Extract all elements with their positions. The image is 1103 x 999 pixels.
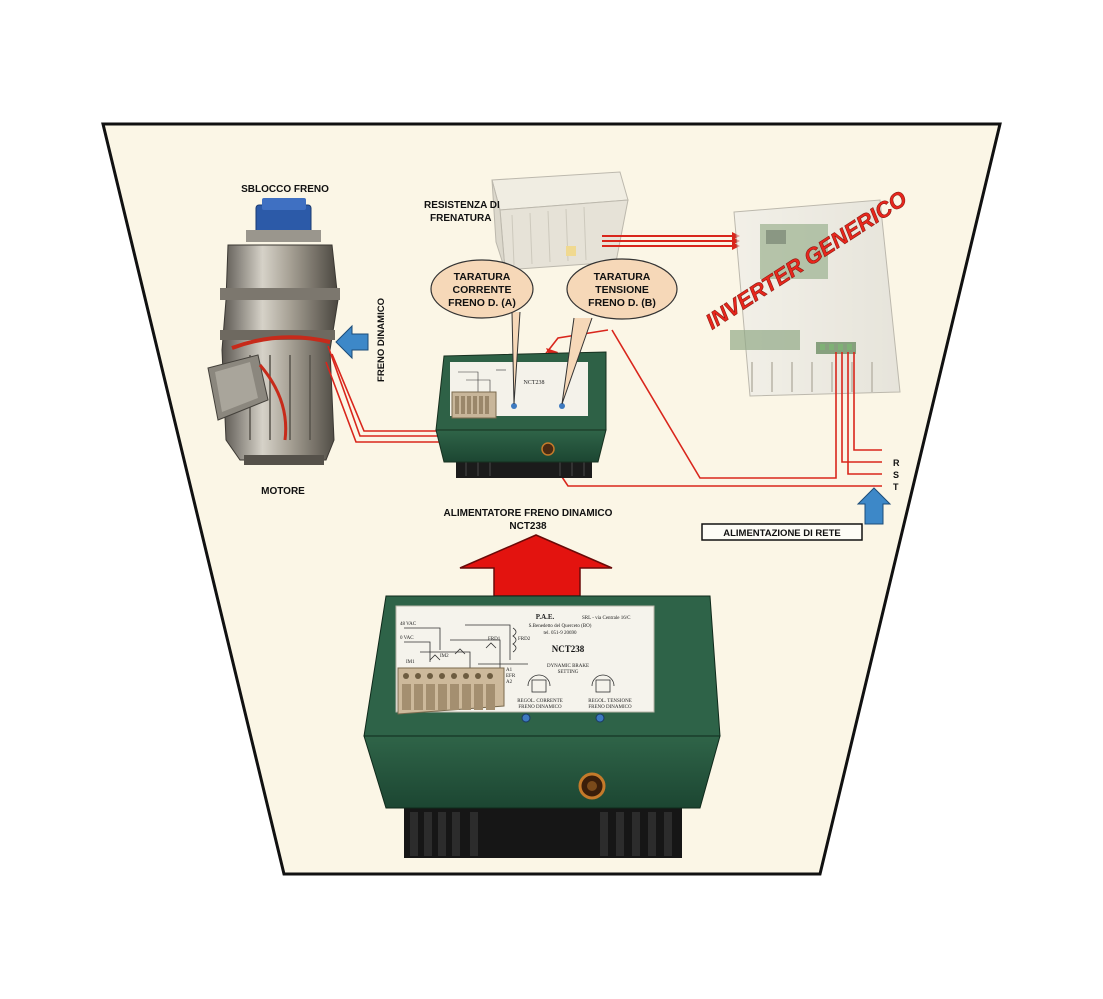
phase-t-label: T	[893, 482, 899, 492]
plate-current-label-line2: FRENO DINAMICO	[518, 705, 562, 710]
phase-s-label: S	[893, 470, 899, 480]
plate-im2: IM2	[440, 654, 449, 659]
current-bubble-line2: CORRENTE	[453, 284, 512, 296]
resistor-to-inverter-arrows	[602, 232, 740, 250]
plate-efr: EFR	[506, 674, 516, 679]
motor-label: MOTORE	[261, 486, 305, 497]
plate-current-label-line1: REGOL. CORRENTE	[517, 699, 563, 704]
current-bubble-line3: FRENO D. (A)	[448, 297, 516, 309]
braking-resistor-label-line1: RESISTENZA DI	[424, 200, 500, 211]
dynamic-brake-arrow	[335, 324, 369, 360]
voltage-bubble-line1: TARATURA	[594, 271, 651, 283]
plate-company: P.A.E.	[536, 613, 555, 621]
current-bubble-line1: TARATURA	[454, 271, 511, 283]
plate-a1: A1	[506, 668, 513, 673]
plate-frd1: FRD1	[488, 637, 501, 642]
plate-setting-line1: DYNAMIC BRAKE	[547, 664, 589, 669]
inverter-illustration	[730, 199, 901, 397]
plate-company-line: SRL - via Centrale 16/C	[582, 616, 631, 621]
plate-voltage-label-line1: REGOL. TENSIONE	[588, 699, 632, 704]
plate-model: NCT238	[552, 644, 585, 654]
brake-release-label: SBLOCCO FRENO	[241, 184, 329, 195]
voltage-bubble-line3: FRENO D. (B)	[588, 297, 656, 309]
plate-setting-line2: SETTING	[558, 670, 579, 675]
plate-phone: tel. 051-9 20690	[544, 631, 577, 636]
phase-r-label: R	[893, 458, 900, 468]
large-unit-illustration	[363, 595, 721, 858]
plate-im1: IM1	[406, 660, 415, 665]
voltage-bubble-line2: TENSIONE	[595, 284, 649, 296]
small-unit-model: NCT238	[524, 380, 545, 386]
small-unit-illustration	[435, 351, 607, 478]
plate-frd2: FRD2	[518, 637, 531, 642]
voltage-setting-bubble	[561, 258, 678, 405]
motor-illustration	[207, 198, 340, 465]
current-setting-bubble	[430, 259, 534, 405]
dynamic-brake-vertical-label: FRENO DINAMICO	[376, 298, 387, 382]
plate-a2: A2	[506, 680, 513, 685]
mains-label: ALIMENTAZIONE DI RETE	[723, 528, 841, 539]
power-supply-label-line2: NCT238	[509, 521, 547, 532]
braking-resistor-label-line2: FRENATURA	[430, 213, 491, 224]
plate-address: S.Benedetto del Querceto (BO)	[529, 624, 592, 629]
mains-arrow	[856, 487, 892, 525]
plate-48vac: 48 VAC	[400, 622, 417, 627]
braking-resistor-illustration	[491, 171, 629, 271]
mains-label-box	[701, 523, 863, 541]
plate-0vac: 0 VAC	[400, 636, 414, 641]
power-supply-label-line1: ALIMENTATORE FRENO DINAMICO	[444, 508, 613, 519]
plate-voltage-label-line2: FRENO DINAMICO	[588, 705, 632, 710]
